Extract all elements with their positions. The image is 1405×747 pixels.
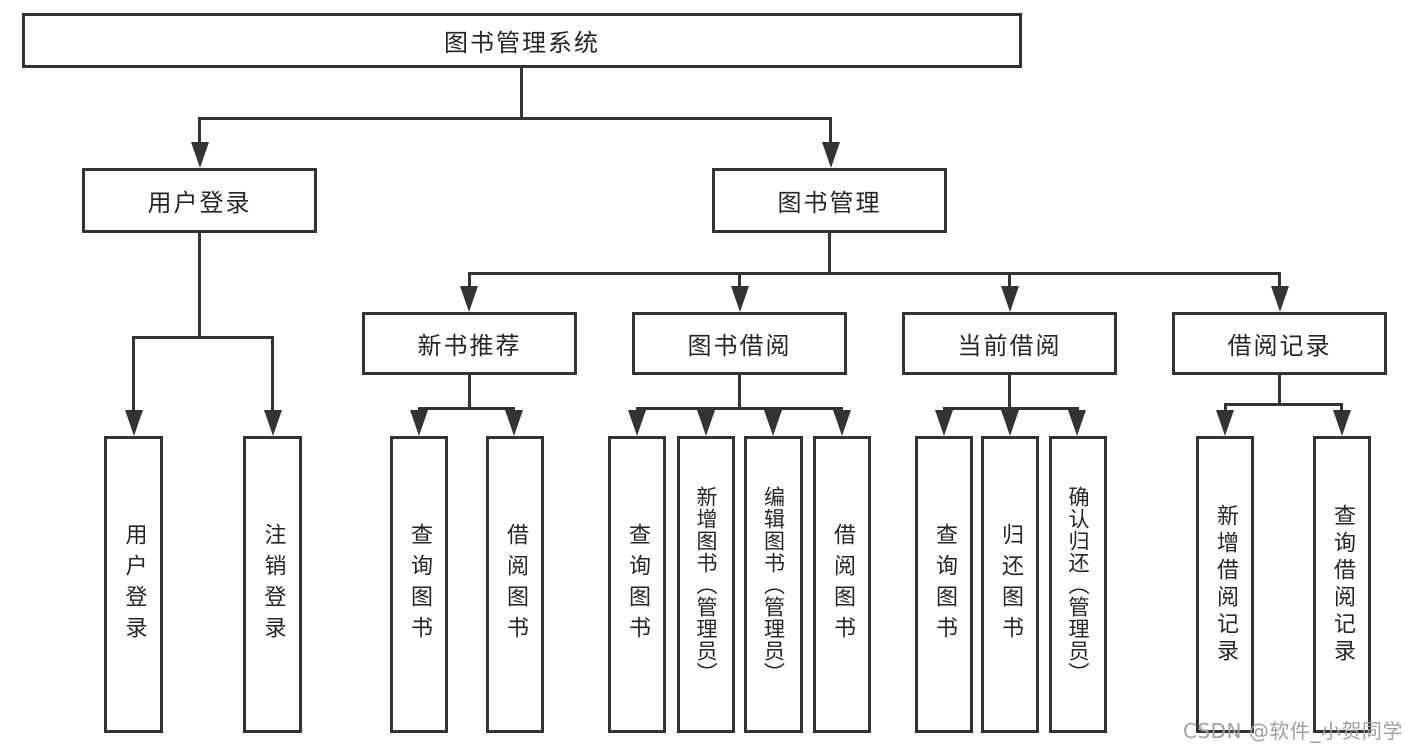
connector-mgmt-hline	[468, 272, 1281, 275]
connector-records-drop-1	[1224, 406, 1227, 412]
leaf-records-add-record: 新增借阅记录	[1196, 436, 1254, 733]
node-label: 图书借阅	[687, 332, 792, 360]
connector-borrow-stem	[738, 375, 741, 407]
leaf-label: 归还图书	[998, 522, 1023, 647]
arrow-down-icon	[1001, 286, 1019, 312]
node-label: 图书管理	[777, 189, 882, 217]
arrow-down-icon	[764, 410, 782, 436]
arrow-down-icon	[697, 410, 715, 436]
leaf-newbook-query-books: 查询图书	[390, 436, 448, 733]
arrow-down-icon	[822, 142, 840, 168]
leaf-current-return-books: 归还图书	[981, 436, 1039, 733]
csdn-watermark: CSDN @软件_小贺同学	[1183, 719, 1403, 743]
connector-mgmt-drop-1	[468, 275, 471, 288]
connector-login-drop-2	[271, 339, 274, 412]
connector-newbook-stem	[468, 375, 471, 407]
arrow-down-icon	[1216, 410, 1234, 436]
leaf-label: 查询图书	[407, 522, 432, 647]
leaf-label: 确认归还（管理员）	[1066, 485, 1090, 684]
leaf-label: 新增图书（管理员）	[694, 485, 718, 684]
connector-mgmt-drop-3	[1008, 275, 1011, 288]
leaf-label: 查询图书	[932, 522, 957, 647]
connector-mgmt-drop-4	[1278, 275, 1281, 288]
arrow-down-icon	[264, 410, 282, 436]
leaf-logout: 注销登录	[243, 436, 302, 733]
node-current-borrow: 当前借阅	[902, 312, 1117, 375]
node-label: 新书推荐	[417, 332, 522, 360]
arrow-down-icon	[125, 410, 143, 436]
node-new-book-recommend: 新书推荐	[362, 312, 577, 375]
node-library-system: 图书管理系统	[22, 13, 1022, 68]
leaf-label: 借阅图书	[503, 522, 528, 647]
node-book-borrow: 图书借阅	[632, 312, 847, 375]
arrow-down-icon	[410, 410, 428, 436]
leaf-borrow-add-books-admin: 新增图书（管理员）	[677, 436, 735, 733]
connector-login-stem	[198, 233, 201, 336]
node-label: 图书管理系统	[444, 29, 600, 57]
leaf-label: 查询借阅记录	[1330, 503, 1355, 666]
leaf-records-query-record: 查询借阅记录	[1313, 436, 1371, 733]
leaf-borrow-query-books: 查询图书	[608, 436, 666, 733]
leaf-label: 新增借阅记录	[1213, 503, 1238, 666]
arrow-down-icon	[1068, 410, 1086, 436]
arrow-down-icon	[1333, 410, 1351, 436]
connector-records-drop-2	[1340, 406, 1343, 412]
connector-root-drop-right	[829, 120, 832, 145]
leaf-current-confirm-return-admin: 确认归还（管理员）	[1049, 436, 1107, 733]
leaf-label: 编辑图书（管理员）	[761, 485, 786, 684]
connector-current-hline	[943, 407, 1079, 410]
node-book-management: 图书管理	[712, 168, 947, 233]
arrow-down-icon	[731, 286, 749, 312]
leaf-label: 注销登录	[260, 522, 286, 647]
node-label: 当前借阅	[957, 332, 1062, 360]
leaf-label: 用户登录	[121, 522, 147, 647]
arrow-down-icon	[191, 142, 209, 168]
leaf-borrow-borrow-books: 借阅图书	[813, 436, 871, 733]
arrow-down-icon	[460, 286, 478, 312]
leaf-user-login: 用户登录	[104, 436, 163, 733]
connector-login-hline	[132, 336, 274, 339]
connector-mgmt-drop-2	[738, 275, 741, 288]
leaf-current-query-books: 查询图书	[915, 436, 973, 733]
arrow-down-icon	[833, 410, 851, 436]
leaf-label: 查询图书	[625, 522, 650, 647]
leaf-borrow-edit-books-admin: 编辑图书（管理员）	[744, 436, 803, 733]
node-borrow-records: 借阅记录	[1172, 312, 1387, 375]
arrow-down-icon	[1001, 410, 1019, 436]
node-label: 用户登录	[147, 189, 252, 217]
connector-root-stem	[520, 68, 523, 117]
connector-records-hline	[1224, 403, 1343, 406]
arrow-down-icon	[505, 410, 523, 436]
connector-login-drop-1	[132, 339, 135, 412]
arrow-down-icon	[628, 410, 646, 436]
connector-current-stem	[1008, 375, 1011, 407]
connector-newbook-hline	[418, 407, 515, 410]
arrow-down-icon	[935, 410, 953, 436]
connector-records-stem	[1278, 375, 1281, 403]
leaf-label: 借阅图书	[830, 522, 855, 647]
connector-mgmt-stem	[828, 233, 831, 272]
node-user-login: 用户登录	[82, 168, 317, 233]
node-label: 借阅记录	[1227, 332, 1332, 360]
connector-borrow-hline	[636, 407, 843, 410]
leaf-newbook-borrow-books: 借阅图书	[486, 436, 544, 733]
arrow-down-icon	[1271, 286, 1289, 312]
connector-root-drop-left	[198, 120, 201, 145]
connector-root-hline	[198, 117, 832, 120]
